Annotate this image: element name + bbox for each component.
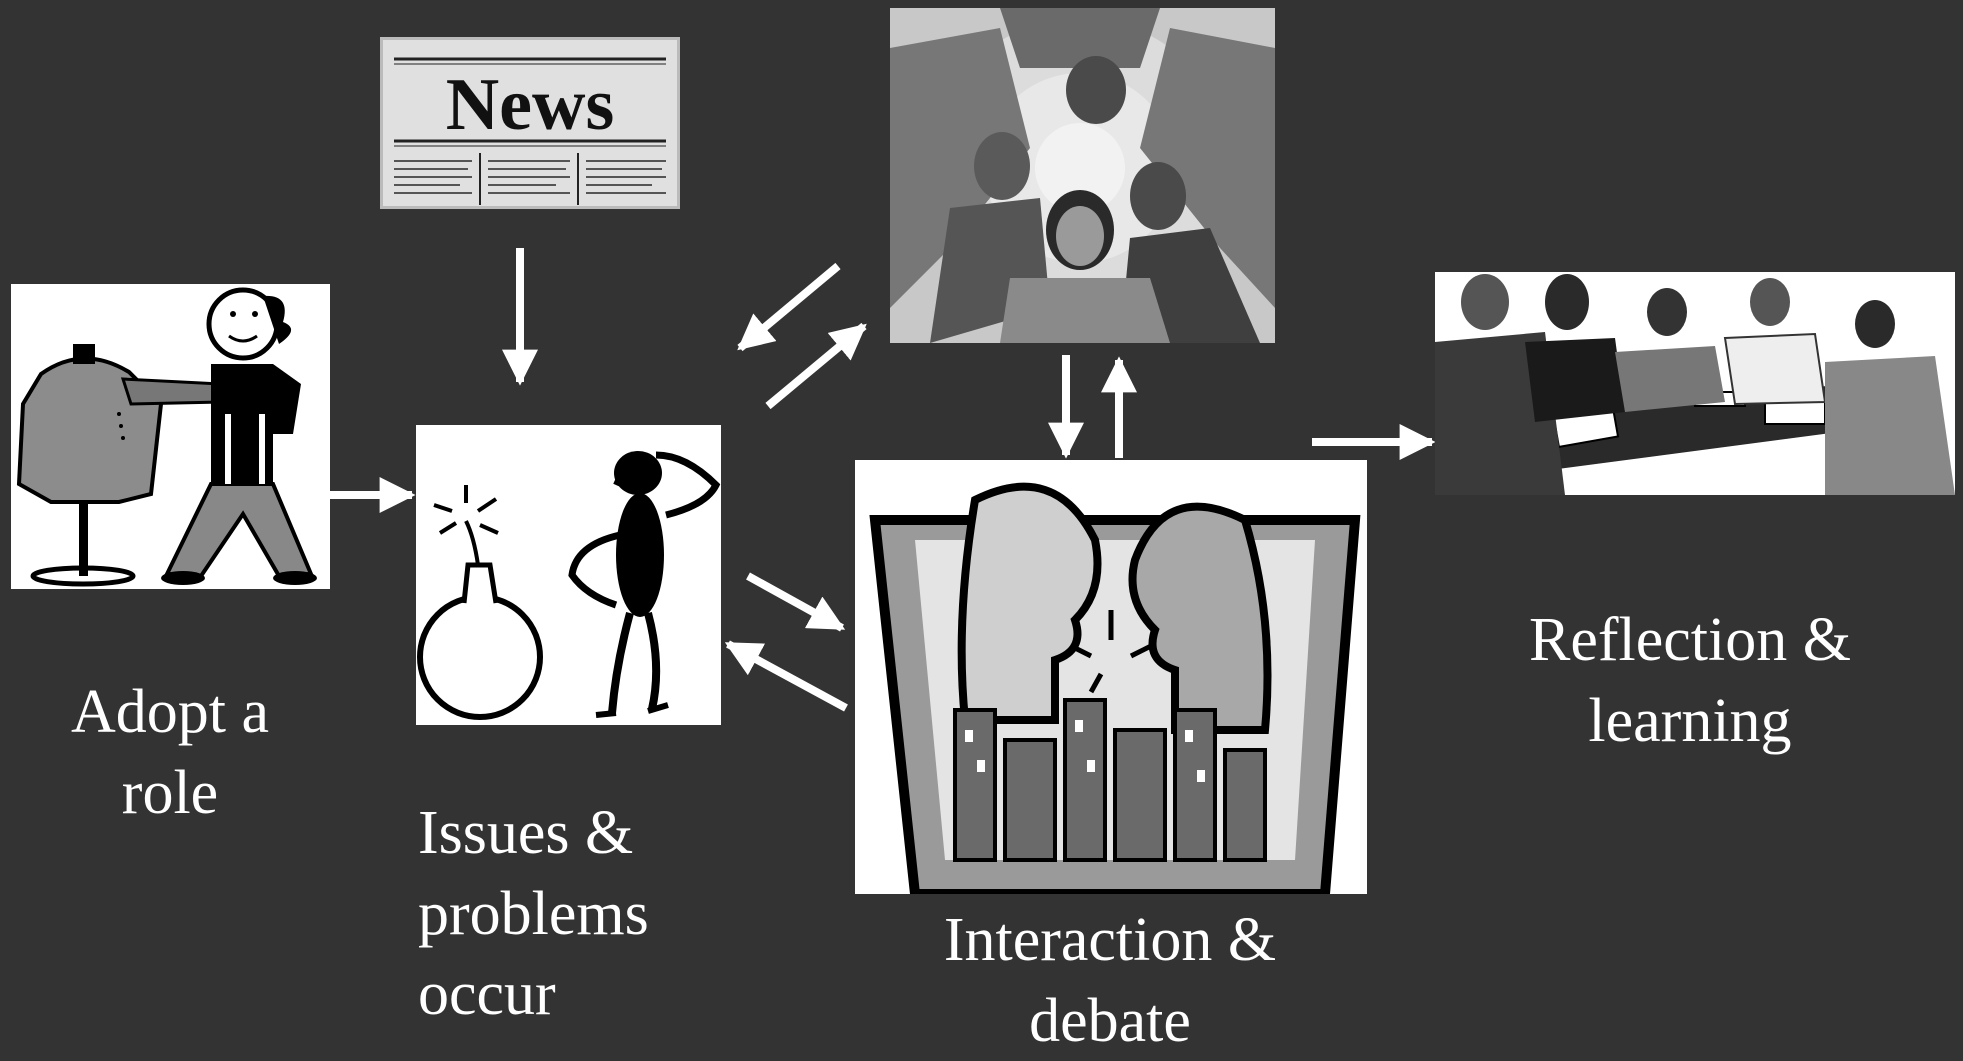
arrow-issues-to-meeting <box>765 322 867 410</box>
reflection-image <box>1435 272 1955 495</box>
issues-label: Issues & problems occur <box>418 799 649 1029</box>
reflection-label: Reflection & learning <box>1529 606 1851 755</box>
interaction-label: Interaction & debate <box>943 906 1277 1055</box>
meeting-overhead-image <box>890 8 1275 343</box>
issues-image <box>416 425 721 725</box>
arrow-meeting-to-issues <box>737 262 841 352</box>
arrow-debate-to-issues <box>724 640 848 712</box>
arrow-issues-to-debate <box>746 572 846 632</box>
news-masthead: News <box>446 64 615 146</box>
debate-image <box>855 460 1367 894</box>
news-image: News <box>380 37 680 209</box>
adopt-role-image <box>11 284 330 589</box>
adopt-role-label: Adopt a role <box>70 678 270 827</box>
